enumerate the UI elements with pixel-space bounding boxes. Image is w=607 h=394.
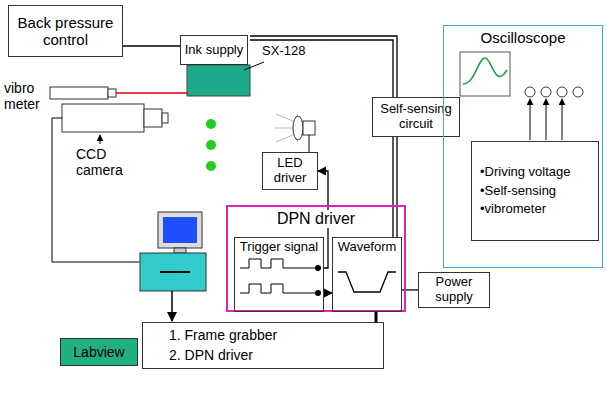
- light-rays: [274, 114, 293, 142]
- box-text: 2. DPN driver: [169, 345, 380, 365]
- led-housing: [303, 121, 315, 135]
- signal-arrow: [546, 99, 547, 140]
- control-box: Back pressure control: [8, 5, 123, 57]
- scope-input: [541, 87, 551, 97]
- box-text: Waveform: [336, 240, 398, 255]
- box-text: Trigger signal: [238, 240, 320, 255]
- waveform-box: Waveform: [332, 237, 402, 312]
- laser-beam: [116, 92, 187, 94]
- connector: [375, 312, 378, 322]
- vibrometer-body: [50, 87, 108, 99]
- output-dot: [315, 265, 321, 271]
- scope-screen: [460, 52, 510, 96]
- instrument-panel: Oscilloscope •Driving voltage•Self-sensin…: [443, 25, 603, 268]
- output-dot: [315, 290, 321, 296]
- monitor-stand: [174, 248, 186, 253]
- box-text: Labview: [73, 344, 124, 360]
- scope-trace: [463, 58, 507, 84]
- connector: [324, 292, 332, 293]
- box-text: LED driver: [266, 156, 314, 186]
- double-cable: [393, 137, 397, 237]
- drive-waveform: [338, 272, 396, 292]
- scope-input: [573, 87, 583, 97]
- leader-line: [244, 62, 264, 70]
- part-label: CCD camera: [76, 146, 134, 178]
- led-wire: [309, 135, 310, 152]
- box-text: Self-sensing circuit: [376, 102, 456, 132]
- monitor-screen: [163, 217, 197, 243]
- printhead-body: [187, 65, 250, 96]
- camera-lens-tip: [162, 113, 168, 123]
- box-text: •Self-sensing: [480, 182, 595, 201]
- drive-slot: [160, 271, 190, 273]
- monitor: [158, 212, 202, 248]
- signal-box: Trigger signal: [234, 237, 324, 312]
- box-text: •vibrometer: [480, 200, 595, 219]
- driver-box: LED driver: [262, 152, 318, 190]
- scope-input: [557, 87, 567, 97]
- trigger-pulse: [240, 259, 318, 268]
- vibrometer-head: [108, 89, 116, 97]
- connector: [123, 45, 180, 46]
- droplet: [206, 119, 216, 129]
- droplet: [206, 161, 216, 171]
- computer-case: [140, 253, 206, 291]
- camera-lens: [144, 109, 162, 127]
- driver-panel: DPN driverTrigger signal Waveform: [226, 205, 406, 312]
- trigger-pulse: [240, 284, 318, 293]
- pointer-arrow: [100, 135, 101, 144]
- part-label: SX-128: [262, 44, 322, 59]
- signal-arrow: [530, 99, 531, 140]
- supply-box: Ink supply: [180, 35, 248, 65]
- panel-title: DPN driver: [274, 210, 358, 228]
- circuit-box: Self-sensing circuit: [372, 97, 460, 137]
- signal-arrow: [562, 99, 563, 140]
- droplet: [206, 140, 216, 150]
- data-arrow: [171, 291, 173, 321]
- box-text: Back pressure control: [12, 14, 119, 49]
- box-text: 1. Frame grabber: [169, 325, 380, 345]
- part-label: vibro meter: [4, 80, 46, 112]
- software-box: Labview: [60, 338, 138, 366]
- channel-box: •Driving voltage•Self-sensing•vibrometer: [471, 141, 599, 241]
- box-text: •Driving voltage: [480, 163, 595, 182]
- box-text: Ink supply: [185, 43, 244, 58]
- supply-box: Power supply: [418, 272, 490, 308]
- double-cable: [250, 36, 397, 97]
- led-lens: [293, 116, 303, 140]
- camera-cable: [52, 118, 140, 262]
- camera-body: [62, 104, 144, 132]
- function-box: 1. Frame grabber2. DPN driver: [142, 322, 384, 369]
- panel-title: Oscilloscope: [477, 29, 568, 46]
- box-text: Power supply: [422, 275, 486, 305]
- scope-input: [525, 87, 535, 97]
